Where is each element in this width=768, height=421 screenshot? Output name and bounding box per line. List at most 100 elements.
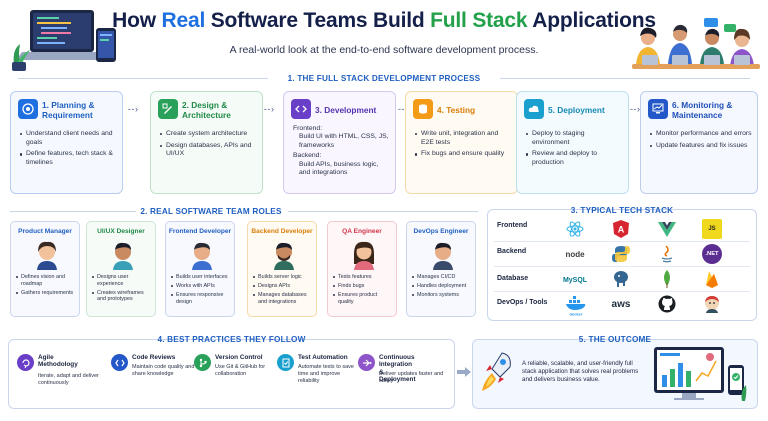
- frontend-label: Frontend:: [293, 125, 323, 132]
- divider: [288, 211, 478, 212]
- list-item: Design databases, APIs and UI/UX: [160, 142, 257, 159]
- pipeline-icon: [358, 354, 375, 371]
- list-item: Monitors systems: [412, 292, 472, 299]
- role-title: Frontend Developer: [168, 228, 232, 235]
- list-item: Manages CI/CD: [412, 274, 472, 281]
- target-icon: [18, 99, 38, 119]
- practice-title: Version Control: [215, 354, 263, 361]
- checklist-icon: [277, 354, 294, 371]
- step-title: 2. Design & Architecture: [182, 100, 231, 120]
- firebase-icon: [706, 271, 718, 288]
- list-item: Review and deploy to production: [526, 150, 623, 167]
- process-step-development: 3. Development Frontend: Build UI with H…: [283, 91, 396, 194]
- qa-engineer-avatar-icon: [354, 241, 374, 270]
- cycle-icon: [17, 354, 34, 371]
- section-title-process: 1. THE FULL STACK DEVELOPMENT PROCESS: [287, 74, 481, 83]
- practice-desc: Deliver updates faster and safely: [379, 371, 444, 384]
- role-title: Backend Developer: [251, 228, 313, 235]
- role-card-frontend-developer: Frontend Developer Builds user interface…: [165, 221, 235, 317]
- role-title: DevOps Engineer: [413, 228, 469, 235]
- step-title: 1. Planning & Requirement: [42, 100, 95, 120]
- github-icon: [658, 295, 676, 313]
- react-icon: [566, 221, 584, 237]
- step-title: 4. Testing: [437, 105, 476, 115]
- frontend-developer-avatar-icon: [192, 242, 212, 270]
- laptop-illustration-icon: [12, 10, 116, 71]
- arrow-icon: - - ›: [630, 104, 640, 114]
- list-item: Understand client needs and goals: [20, 130, 117, 147]
- section-title-outcome: 5. THE OUTCOME: [578, 335, 652, 344]
- development-details: Frontend: Build UI with HTML, CSS, JS, f…: [293, 125, 391, 177]
- python-icon: [612, 246, 630, 262]
- list-item: Builds user interfaces: [171, 274, 231, 281]
- divider: [494, 241, 750, 242]
- angular-logo-text: A: [618, 225, 625, 235]
- git-branch-icon: [194, 354, 211, 371]
- divider: [10, 211, 136, 212]
- list-item: Handles deployment: [412, 283, 472, 290]
- tech-row-label: Frontend: [497, 222, 528, 229]
- team-illustration-icon: [632, 18, 760, 69]
- backend-label: Backend:: [293, 152, 322, 160]
- tech-stack-panel: [487, 209, 757, 321]
- section-title-roles: 2. REAL SOFTWARE TEAM ROLES: [140, 207, 282, 216]
- role-title: QA Engineer: [342, 228, 382, 235]
- list-item: Define features, tech stack & timelines: [20, 150, 117, 167]
- practice-title: Continuous Integration & Deployment: [379, 354, 416, 384]
- designer-avatar-icon: [113, 242, 133, 270]
- section-title-practices: 4. BEST PRACTICES THEY FOLLOW: [157, 335, 306, 344]
- arrow-icon: - - ›: [264, 104, 274, 114]
- js-icon: JS: [702, 219, 722, 239]
- step-title: 5. Deployment: [548, 105, 605, 115]
- process-step-testing: 4. Testing Write unit, integration and E…: [405, 91, 518, 194]
- list-item: Finds bugs: [333, 283, 393, 290]
- role-title: UI/UX Designer: [97, 228, 145, 235]
- page-subtitle: A real-world look at the end-to-end soft…: [229, 44, 539, 56]
- vue-icon: [658, 222, 676, 237]
- role-title: Product Manager: [18, 228, 72, 235]
- process-step-monitoring: 6. Monitoring & Maintenance Monitor perf…: [640, 91, 758, 194]
- list-item: Designs user experience: [92, 274, 152, 287]
- divider: [494, 291, 750, 292]
- practice-desc: Maintain code quality and share knowledg…: [132, 364, 195, 377]
- divider: [18, 78, 268, 79]
- dotnet-icon: .NET: [702, 244, 722, 264]
- cloud-upload-icon: [524, 99, 544, 119]
- frontend-text: Build UI with HTML, CSS, JS, frameworks: [299, 133, 389, 149]
- rocket-icon: [482, 352, 511, 391]
- best-practices-panel: [8, 339, 455, 409]
- list-item: Deploy to staging environment: [526, 130, 623, 147]
- page-title: How Real Software Teams Build Full Stack…: [112, 9, 656, 32]
- practice-desc: Iterate, adapt and deliver continuously: [38, 373, 99, 386]
- section-title-tech: 3. TYPICAL TECH STACK: [570, 206, 674, 215]
- list-item: Creates wireframes and prototypes: [92, 290, 152, 303]
- list-item: Builds server logic: [253, 274, 313, 281]
- step-title: 3. Development: [315, 105, 377, 115]
- node-icon: node: [565, 249, 585, 259]
- devops-engineer-avatar-icon: [433, 242, 453, 270]
- list-item: Tests features: [333, 274, 393, 281]
- database-check-icon: [413, 99, 433, 119]
- docker-logo-text: docker: [569, 312, 583, 317]
- practice-title: Code Reviews: [132, 354, 176, 361]
- aws-icon: aws: [611, 298, 631, 310]
- tech-row-label: Database: [497, 275, 529, 282]
- arrow-icon: - - ›: [128, 104, 138, 114]
- list-item: Defines vision and roadmap: [16, 274, 76, 287]
- backend-text: Build APIs, business logic, and integrat…: [299, 160, 379, 177]
- practice-desc: Use Git & GitHub for collaboration: [215, 364, 266, 377]
- pencil-ruler-icon: [158, 99, 178, 119]
- docker-icon: docker: [566, 296, 586, 317]
- divider: [500, 78, 750, 79]
- list-item: Create system architecture: [160, 130, 257, 139]
- angular-icon: A: [613, 220, 629, 238]
- arrow-icon: - - ›: [398, 104, 408, 114]
- tech-row-label: Backend: [497, 248, 527, 255]
- role-card-devops-engineer: DevOps Engineer Manages CI/CD Handles dep…: [406, 221, 476, 317]
- product-manager-avatar-icon: [37, 241, 57, 270]
- list-item: Ensures product quality: [333, 292, 393, 305]
